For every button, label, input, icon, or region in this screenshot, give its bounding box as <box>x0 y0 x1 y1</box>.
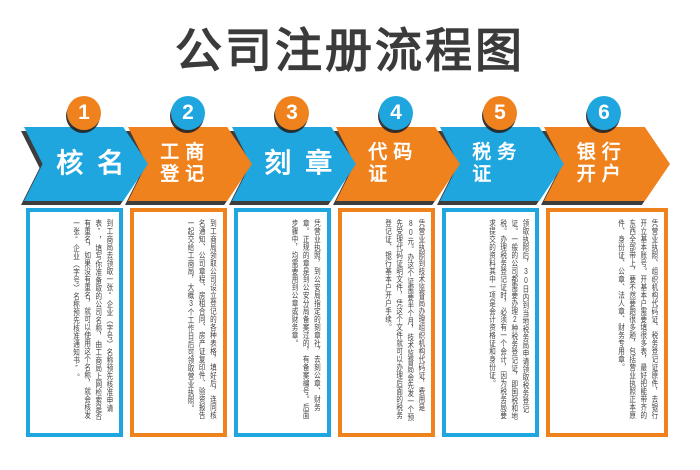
arrow-label-line1: 税务 <box>472 142 523 164</box>
step-detail-box: 领取执照后，30日内到当地税务局申请领取税务登记证。一般的公司都需要办理2种税务… <box>442 208 539 437</box>
flow-step-2: 2 工商 登记 到工商局领取公司设立登记的各种表格，填好后，连同核名通知、公司章… <box>128 0 254 470</box>
step-number-badge: 4 <box>379 96 413 130</box>
step-description: 凭营业执照到技术监督局办理组织机构代码证，费用是80元。办这个证需要半个月，技术… <box>384 219 426 421</box>
step-number-badge: 1 <box>67 96 101 130</box>
step-number-badge: 5 <box>483 96 517 130</box>
step-number: 6 <box>598 101 610 124</box>
step-description: 领取执照后，30日内到当地税务局申请领取税务登记证。一般的公司都需要办理2种税务… <box>488 219 530 420</box>
arrow-label: 税务 证 <box>472 142 522 186</box>
arrow-label: 刻章 <box>264 148 346 179</box>
step-number-badge: 3 <box>275 96 309 130</box>
step-description: 凭营业执照，到公安局指定的刻章社，去刻公章、财务章。正规的章是到公安分局备案过的… <box>291 219 322 419</box>
step-number: 4 <box>390 101 402 124</box>
arrow-label: 银行 开户 <box>577 142 627 186</box>
step-number: 1 <box>78 101 90 124</box>
step-description: 凭营业执照、组织机构代码证、税务登记证原件，去银行开立基本账号。开基本户需要填很… <box>617 219 659 419</box>
step-number-badge: 2 <box>171 96 205 130</box>
arrow-label-line2: 证 <box>368 164 394 185</box>
step-detail-box: 到工商局领取公司设立登记的各种表格，填好后，连同核名通知、公司章程、房租合同、房… <box>130 208 227 437</box>
step-description: 到工商局领取公司设立登记的各种表格，填好后，连同核名通知、公司章程、房租合同、房… <box>187 219 218 419</box>
flow-step-4: 4 代码 证 凭营业执照到技术监督局办理组织机构代码证，费用是80元。办这个证需… <box>336 0 462 470</box>
step-detail-box: 凭营业执照到技术监督局办理组织机构代码证，费用是80元。办这个证需要半个月，技术… <box>338 208 435 437</box>
flow-step-6: 6 银行 开户 凭营业执照、组织机构代码证、税务登记证原件，去银行开立基本账号。… <box>544 0 670 470</box>
arrow-shape <box>544 127 670 201</box>
step-detail-box: 到工商局去领取一张“企业（字号）名称预先核准申请表”，填写你准备取的公司名称，由… <box>26 208 123 437</box>
step-arrow: 核名 <box>24 127 148 201</box>
flow-step-1: 1 核名 到工商局去领取一张“企业（字号）名称预先核准申请表”，填写你准备取的公… <box>24 0 150 470</box>
step-number-badge: 6 <box>587 96 621 130</box>
step-number: 3 <box>286 101 298 124</box>
arrow-label-line1: 工商 <box>160 142 211 164</box>
arrow-label-line1: 刻章 <box>264 148 347 179</box>
step-arrow: 税务 证 <box>440 127 564 201</box>
step-detail-box: 凭营业执照、组织机构代码证、税务登记证原件，去银行开立基本账号。开基本户需要填很… <box>546 208 668 437</box>
arrow-label-line2: 登记 <box>160 164 211 185</box>
arrow-shape <box>24 127 148 201</box>
arrow-label-line1: 代码 <box>368 142 419 164</box>
arrow-label: 工商 登记 <box>160 142 210 186</box>
step-arrow: 银行 开户 <box>544 127 670 201</box>
step-arrow: 代码 证 <box>336 127 460 201</box>
step-description: 到工商局去领取一张“企业（字号）名称预先核准申请表”，填写你准备取的公司名称，由… <box>72 219 114 420</box>
arrow-label-line1: 核名 <box>56 148 139 179</box>
arrow-shape <box>336 127 460 201</box>
arrow-shape <box>232 127 356 201</box>
step-arrow: 工商 登记 <box>128 127 252 201</box>
arrow-label-line1: 银行 <box>576 142 627 164</box>
flow-step-3: 3 刻章 凭营业执照，到公安局指定的刻章社，去刻公章、财务章。正规的章是到公安分… <box>232 0 358 470</box>
arrow-shape <box>440 127 564 201</box>
step-detail-box: 凭营业执照，到公安局指定的刻章社，去刻公章、财务章。正规的章是到公安分局备案过的… <box>234 208 331 437</box>
page-title: 公司注册流程图 <box>175 24 525 77</box>
arrow-label: 代码 证 <box>368 142 418 186</box>
step-number: 5 <box>494 101 506 124</box>
arrow-shape <box>128 127 252 201</box>
flow-step-5: 5 税务 证 领取执照后，30日内到当地税务局申请领取税务登记证。一般的公司都需… <box>440 0 566 470</box>
step-number: 2 <box>182 101 194 124</box>
arrow-label-line2: 开户 <box>576 164 627 185</box>
arrow-label: 核名 <box>56 148 138 179</box>
arrow-label-line2: 证 <box>472 164 498 185</box>
step-arrow: 刻章 <box>232 127 356 201</box>
